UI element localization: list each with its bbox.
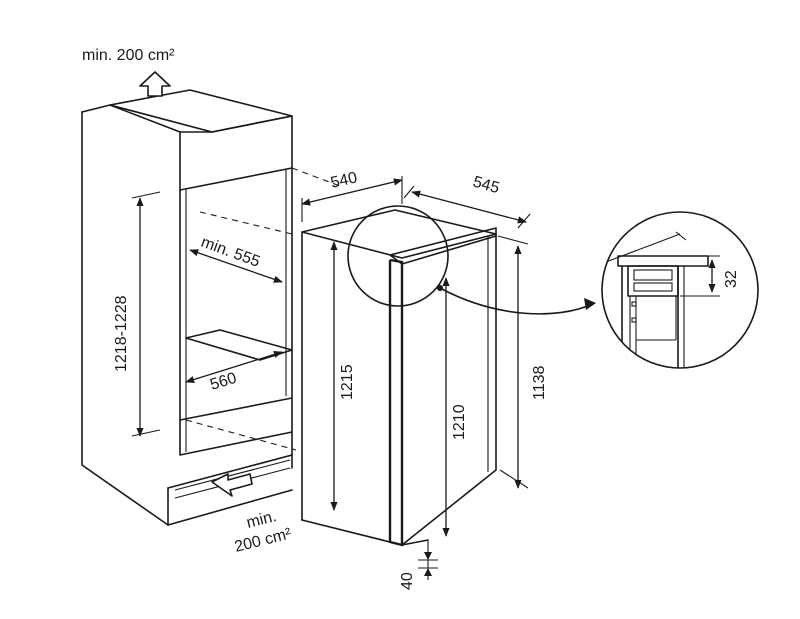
niche-height-dimension xyxy=(131,191,161,437)
vent-bottom-label-line2: 200 cm² xyxy=(233,525,294,556)
appliance-body xyxy=(301,209,497,547)
detail-gap-label: 32 xyxy=(723,270,740,288)
vent-top-label: min. 200 cm² xyxy=(82,47,175,64)
vent-top-arrow-icon xyxy=(139,71,171,97)
door-gap-label: 40 xyxy=(399,572,416,590)
appliance-depth-label: 545 xyxy=(471,174,501,198)
door-height-label: 1210 xyxy=(451,404,468,440)
appliance-height-label: 1215 xyxy=(339,364,356,400)
vent-bottom-arrow-icon xyxy=(211,473,253,497)
appliance-width-label: 540 xyxy=(329,169,359,192)
appliance-depth-dimension xyxy=(403,185,531,229)
niche-depth-label: min. 555 xyxy=(199,234,263,271)
appliance-width-dimension xyxy=(301,176,403,222)
door-gap-dimension xyxy=(418,540,438,580)
detail-magnifier xyxy=(347,205,596,315)
vent-bottom-label-line1: min. xyxy=(245,508,278,532)
niche-height-label: 1218-1228 xyxy=(113,295,130,372)
detail-view xyxy=(601,211,759,369)
cabinet-niche xyxy=(81,89,341,526)
niche-depth-dimension xyxy=(189,249,283,283)
side-height-label: 1138 xyxy=(531,365,548,400)
side-height-dimension xyxy=(497,235,529,489)
niche-width-dimension xyxy=(185,350,283,384)
